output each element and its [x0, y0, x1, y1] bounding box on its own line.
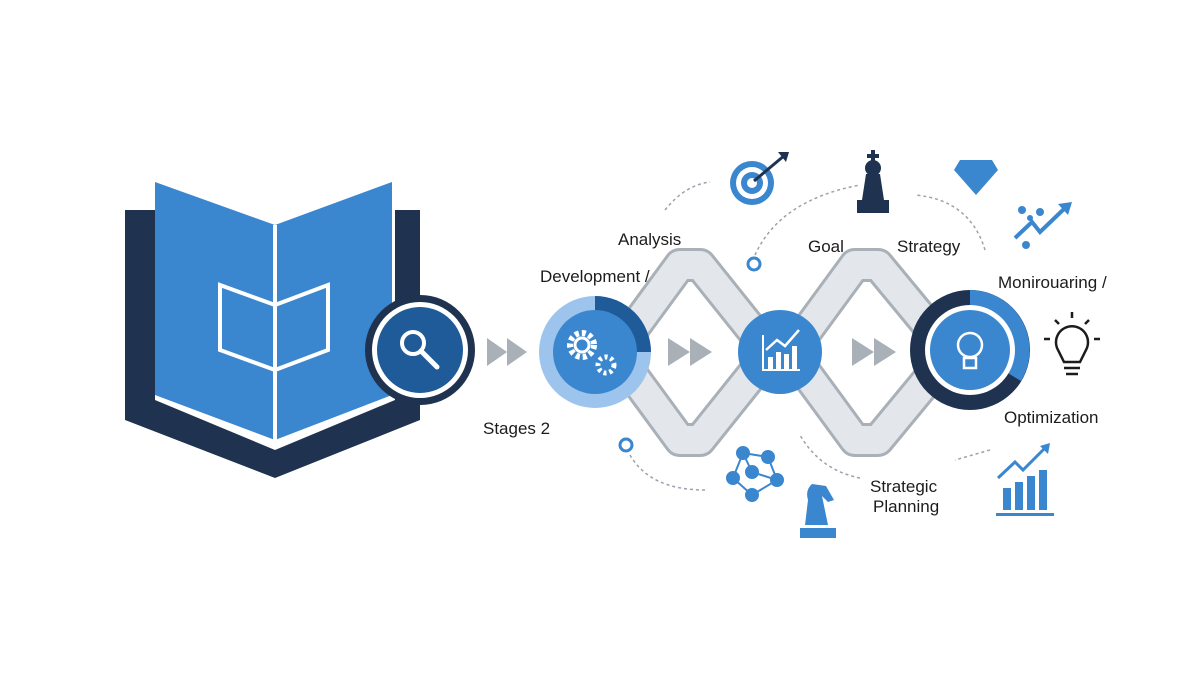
diamond-icon	[954, 160, 998, 195]
dotted-arrows	[629, 181, 991, 491]
node-dot-icon	[618, 437, 634, 453]
label-goal: Goal	[808, 237, 844, 256]
search-circle-icon	[365, 295, 475, 405]
network-icon	[726, 446, 784, 502]
label-planning: Planning	[873, 497, 940, 516]
lightbulb-icon	[1044, 312, 1100, 376]
double-arrow-icon	[487, 338, 896, 366]
label-monitoring: Monirouaring /	[998, 273, 1107, 292]
label-strategy: Strategy	[897, 237, 961, 256]
trend-scatter-icon	[1013, 202, 1072, 249]
node-dot-icon	[746, 256, 762, 272]
label-stages: Stages 2	[483, 419, 551, 438]
chess-knight-icon	[800, 484, 836, 538]
gears-circle-icon	[539, 296, 651, 408]
chess-king-icon	[857, 150, 889, 213]
label-development: Development /	[540, 267, 650, 286]
bar-chart-icon	[996, 443, 1054, 516]
target-icon	[730, 152, 789, 205]
label-strategic: Strategic	[870, 477, 938, 496]
process-chain	[611, 248, 954, 457]
growth-chart-circle-icon	[738, 310, 822, 394]
lightbulb-circle-icon	[910, 290, 1030, 410]
book-icon	[125, 182, 420, 478]
label-optimization: Optimization	[1004, 408, 1099, 427]
label-analysis: Analysis	[618, 230, 682, 249]
